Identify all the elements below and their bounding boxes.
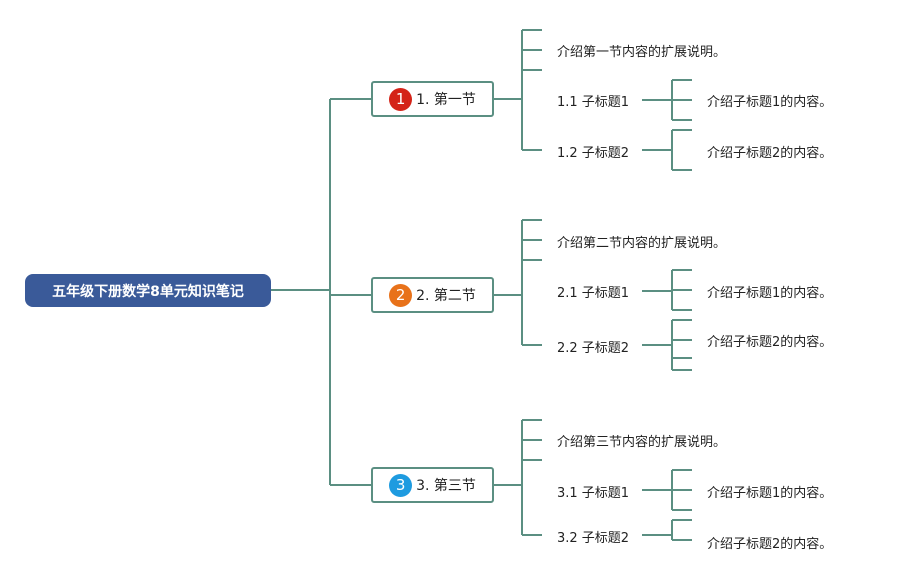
sub-content-2-2: 介绍子标题2的内容。 [707,334,833,350]
section-node-1[interactable]: 1 1. 第一节 [371,81,494,117]
section-label-1: 1. 第一节 [416,92,476,108]
section-description-3: 介绍第三节内容的扩展说明。 [557,434,727,450]
badge-2: 2 [389,283,413,307]
sub-label-2-2: 2.2 子标题2 [557,340,630,356]
sub-content-3-1: 介绍子标题1的内容。 [707,485,833,501]
root-node[interactable]: 五年级下册数学8单元知识笔记 [25,274,271,307]
section-node-2[interactable]: 2 2. 第二节 [371,277,494,313]
sub-label-1-2: 1.2 子标题2 [557,145,630,161]
section-description-1: 介绍第一节内容的扩展说明。 [557,44,727,60]
section-node-3[interactable]: 3 3. 第三节 [371,467,494,503]
sub-content-3-2: 介绍子标题2的内容。 [707,536,833,552]
sub-label-1-1: 1.1 子标题1 [557,94,630,110]
sub-label-2-1: 2.1 子标题1 [557,285,630,301]
section-description-2: 介绍第二节内容的扩展说明。 [557,235,727,251]
section-label-3: 3. 第三节 [416,478,476,494]
sub-label-3-2: 3.2 子标题2 [557,530,630,546]
root-label: 五年级下册数学8单元知识笔记 [52,283,244,300]
sub-label-3-1: 3.1 子标题1 [557,485,630,501]
badge-1: 1 [389,87,413,111]
section-label-2: 2. 第二节 [416,288,476,304]
sub-content-1-2: 介绍子标题2的内容。 [707,145,833,161]
sub-content-1-1: 介绍子标题1的内容。 [707,94,833,110]
badge-3: 3 [389,473,413,497]
sub-content-2-1: 介绍子标题1的内容。 [707,285,833,301]
